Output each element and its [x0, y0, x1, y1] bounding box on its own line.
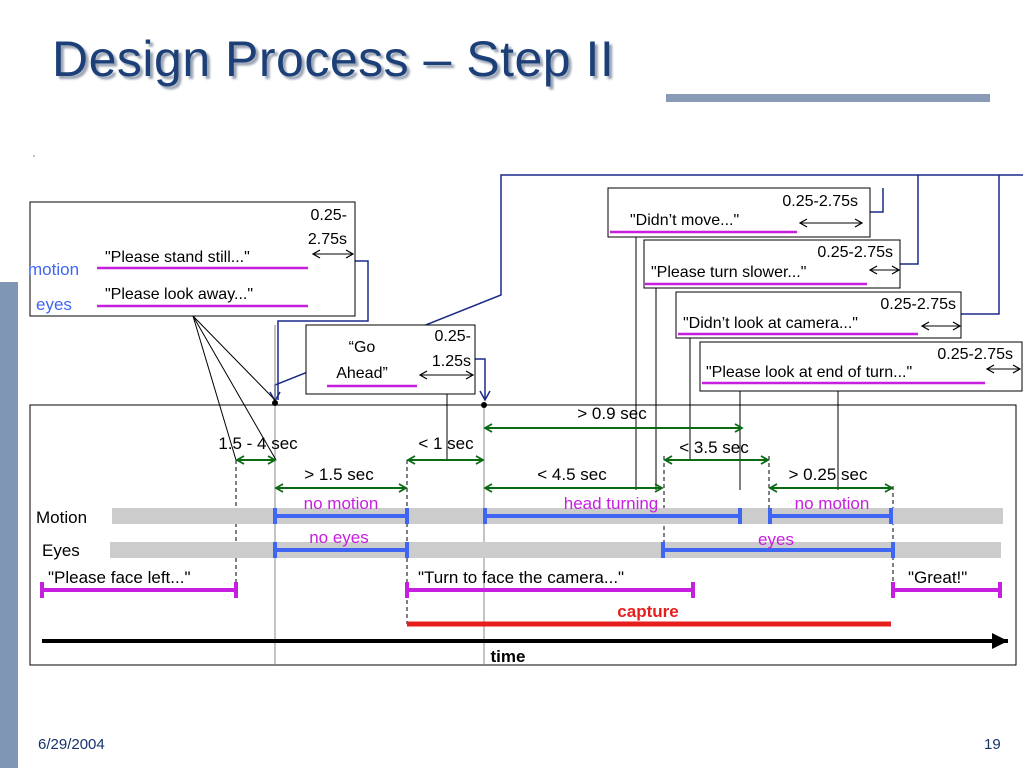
prompt-face-left: "Please face left..." [48, 568, 190, 587]
eyes-track [110, 542, 1001, 558]
row-label-eyes: Eyes [42, 541, 80, 560]
time-label: time [491, 647, 526, 666]
go-text-line1: “Go [349, 339, 376, 356]
box-didnt-look: 0.25-2.75s "Didn’t look at camera..." [675, 291, 962, 339]
segment-no-eyes: no eyes [309, 528, 369, 547]
go-duration-line1: 0.25- [435, 328, 471, 345]
prompt-great: "Great!" [908, 568, 967, 587]
interval-1-5-4: 1.5 - 4 sec [218, 434, 298, 453]
slower-duration: 0.25-2.75s [817, 244, 893, 261]
still-prompt-look: "Please look away..." [105, 286, 253, 303]
interval-arrows [235, 423, 894, 493]
end-turn-prompt: "Please look at end of turn..." [706, 364, 912, 381]
go-duration-line2: 1.25s [432, 353, 471, 370]
interval-lt-3-5: < 3.5 sec [679, 438, 749, 457]
capture-label: capture [617, 602, 678, 621]
still-label-motion: motion [28, 260, 79, 279]
slower-prompt: "Please turn slower..." [651, 264, 806, 281]
still-duration-line1: 0.25- [311, 207, 347, 224]
didnt-move-prompt: "Didn’t move..." [630, 212, 739, 229]
timeline-box [29, 404, 1017, 666]
segment-head-turning: head turning [564, 494, 659, 513]
interval-gt-0-9: > 0.9 sec [577, 404, 647, 423]
box-still: 0.25- 2.75s motion eyes "Please stand st… [28, 201, 356, 317]
still-duration-line2: 2.75s [308, 231, 347, 248]
title-underline [666, 94, 990, 102]
end-turn-duration: 0.25-2.75s [937, 346, 1013, 363]
segment-no-motion-2: no motion [795, 494, 870, 513]
interval-gt-0-25: > 0.25 sec [789, 465, 868, 484]
box-didnt-move: 0.25-2.75s "Didn’t move..." [607, 187, 871, 238]
interval-gt-1-5: > 1.5 sec [304, 465, 374, 484]
box-go-ahead: “Go Ahead” 0.25- 1.25s [305, 324, 476, 395]
left-accent-strip [0, 282, 18, 768]
didnt-look-prompt: "Didn’t look at camera..." [683, 315, 858, 332]
prompt-turn-face: "Turn to face the camera..." [418, 568, 624, 587]
segment-eyes: eyes [758, 530, 794, 549]
segment-no-motion-1: no motion [304, 494, 379, 513]
footer-page-number: 19 [984, 736, 1001, 753]
slide-title: Design Process – Step II [52, 31, 615, 87]
box-end-of-turn: 0.25-2.75s "Please look at end of turn..… [699, 341, 1023, 392]
interval-lt-1: < 1 sec [418, 434, 474, 453]
still-label-eyes: eyes [36, 295, 72, 314]
interval-lt-4-5: < 4.5 sec [537, 465, 607, 484]
didnt-look-duration: 0.25-2.75s [880, 296, 956, 313]
box-turn-slower: 0.25-2.75s "Please turn slower..." [643, 239, 901, 289]
still-prompt-stand: "Please stand still..." [105, 249, 250, 266]
row-label-motion: Motion [36, 508, 87, 527]
go-text-line2: Ahead” [336, 365, 388, 382]
didnt-move-duration: 0.25-2.75s [782, 193, 858, 210]
footer-date: 6/29/2004 [38, 736, 105, 753]
